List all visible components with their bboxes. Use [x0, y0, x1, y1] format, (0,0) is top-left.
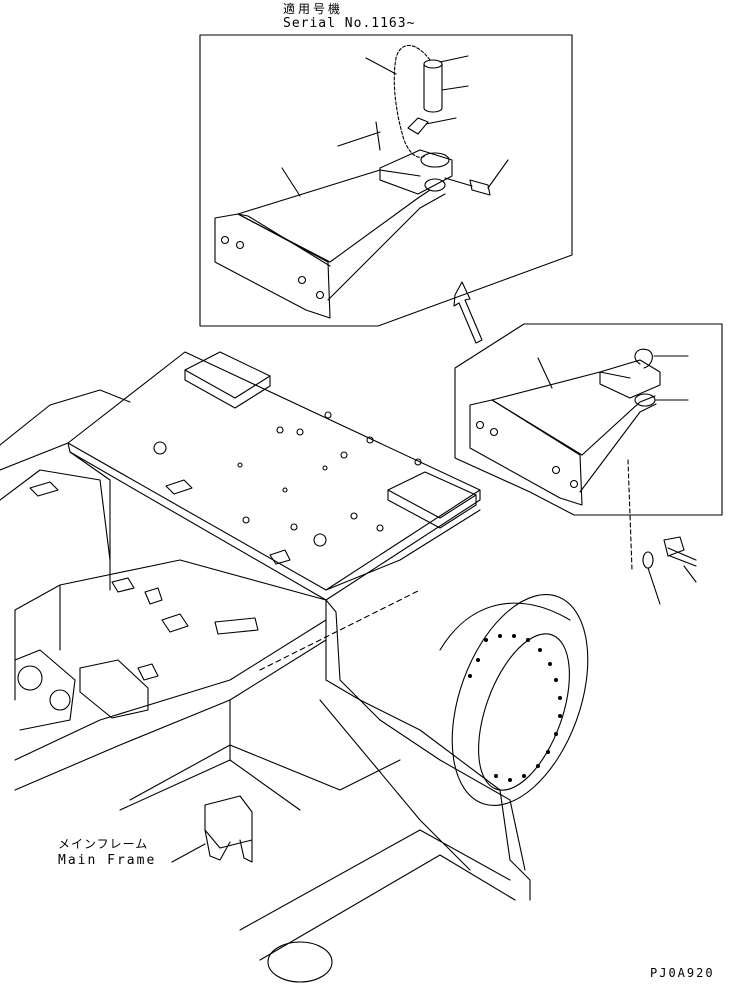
main-frame [0, 352, 614, 982]
drawing-code-label: PJ0A920 [650, 966, 715, 980]
callout-frame [455, 324, 722, 515]
bracket-detail [215, 150, 452, 318]
detail-inset-frame [200, 35, 572, 326]
main-frame-label-en: Main Frame [58, 853, 157, 868]
swing-circle-holes [468, 634, 562, 782]
direction-arrow [454, 282, 482, 343]
lock-pin-with-chain [376, 46, 490, 196]
bracket-current [470, 349, 660, 505]
applicable-models-label: 適用号機 [283, 2, 344, 16]
main-frame-label-jp: メインフレーム [58, 837, 149, 851]
main-frame-leader [172, 844, 205, 862]
detail-leader-lines [282, 56, 508, 196]
serial-number-label: Serial No.1163~ [283, 16, 416, 31]
bolt-and-washer [643, 537, 696, 604]
callout-leaders [538, 356, 688, 570]
